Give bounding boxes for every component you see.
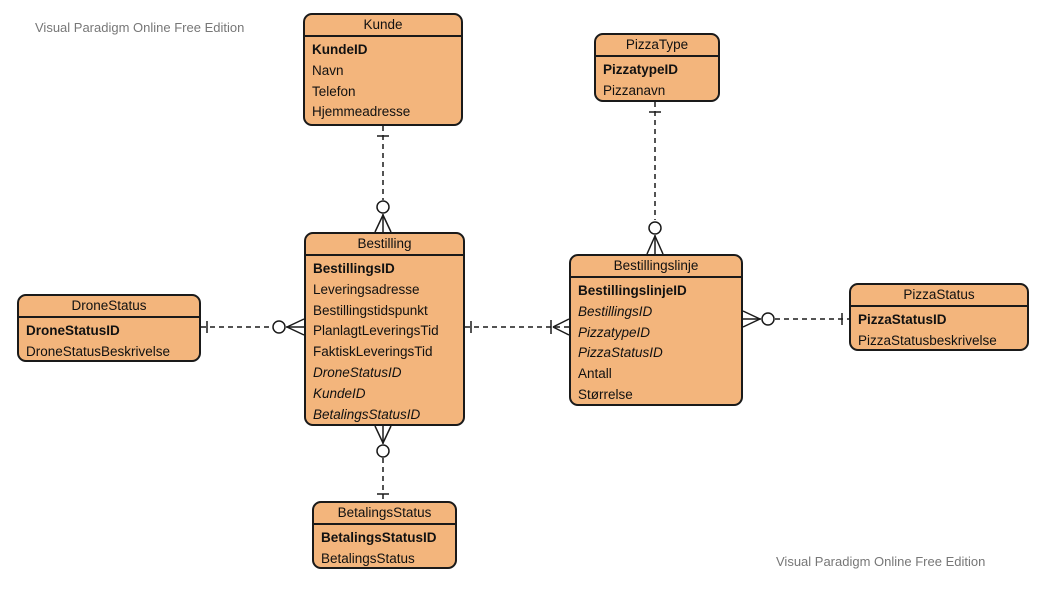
entity-bestillingslinje[interactable]: Bestillingslinje BestillingslinjeID Best… bbox=[569, 254, 743, 406]
attribute: Telefon bbox=[312, 83, 356, 99]
entity-title: BetalingsStatus bbox=[314, 503, 455, 525]
rel-pizzastatus-bestillingslinje bbox=[742, 310, 849, 328]
primary-key-attribute: KundeID bbox=[312, 42, 368, 57]
entity-bestilling[interactable]: Bestilling BestillingsID Leveringsadress… bbox=[304, 232, 465, 426]
attribute: Navn bbox=[312, 62, 344, 78]
primary-key-attribute: BestillingslinjeID bbox=[578, 283, 687, 298]
attribute: FaktiskLeveringsTid bbox=[313, 344, 433, 360]
foreign-key-attribute: DroneStatusID bbox=[313, 364, 402, 380]
watermark-top: Visual Paradigm Online Free Edition bbox=[35, 20, 245, 35]
primary-key-attribute: PizzaStatusID bbox=[858, 312, 947, 327]
entity-title: PizzaType bbox=[596, 35, 718, 57]
attribute: Bestillingstidspunkt bbox=[313, 302, 428, 318]
attribute: Pizzanavn bbox=[603, 82, 666, 98]
foreign-key-attribute: KundeID bbox=[313, 385, 366, 401]
watermark-bottom: Visual Paradigm Online Free Edition bbox=[776, 554, 986, 569]
rel-dronestatus-bestilling bbox=[201, 318, 305, 336]
entity-dronestatus[interactable]: DroneStatus DroneStatusID DroneStatusBes… bbox=[17, 294, 201, 362]
entity-title: Bestilling bbox=[306, 234, 463, 256]
attribute: Hjemmeadresse bbox=[312, 104, 411, 120]
rel-betalingsstatus-bestilling bbox=[374, 425, 392, 501]
entity-kunde[interactable]: Kunde KundeID Navn Telefon Hjemmeadresse bbox=[303, 13, 463, 126]
foreign-key-attribute: PizzaStatusID bbox=[578, 345, 663, 361]
entity-title: DroneStatus bbox=[19, 296, 199, 318]
entity-title: PizzaStatus bbox=[851, 285, 1027, 307]
entity-pizzastatus[interactable]: PizzaStatus PizzaStatusID PizzaStatusbes… bbox=[849, 283, 1029, 351]
foreign-key-attribute: BetalingsStatusID bbox=[313, 406, 421, 422]
attribute: PlanlagtLeveringsTid bbox=[313, 323, 439, 339]
foreign-key-attribute: BestillingsID bbox=[578, 303, 653, 319]
rel-kunde-bestilling bbox=[374, 126, 392, 233]
entity-title: Bestillingslinje bbox=[571, 256, 741, 278]
entity-pizzatype[interactable]: PizzaType PizzatypeID Pizzanavn bbox=[594, 33, 720, 102]
rel-bestilling-bestillingslinje bbox=[465, 318, 570, 336]
primary-key-attribute: BetalingsStatusID bbox=[321, 530, 437, 545]
attribute: BetalingsStatus bbox=[321, 550, 415, 566]
primary-key-attribute: PizzatypeID bbox=[603, 62, 679, 77]
entity-title: Kunde bbox=[305, 15, 461, 37]
foreign-key-attribute: PizzatypeID bbox=[578, 324, 651, 340]
entity-betalingsstatus[interactable]: BetalingsStatus BetalingsStatusID Betali… bbox=[312, 501, 457, 569]
attribute: Størrelse bbox=[578, 386, 633, 402]
rel-pizzatype-bestillingslinje bbox=[646, 102, 664, 255]
primary-key-attribute: BestillingsID bbox=[313, 261, 395, 276]
attribute: Antall bbox=[578, 366, 612, 382]
attribute: DroneStatusBeskrivelse bbox=[26, 343, 171, 359]
attribute: PizzaStatusbeskrivelse bbox=[858, 332, 997, 348]
primary-key-attribute: DroneStatusID bbox=[26, 323, 120, 338]
attribute: Leveringsadresse bbox=[313, 281, 420, 297]
